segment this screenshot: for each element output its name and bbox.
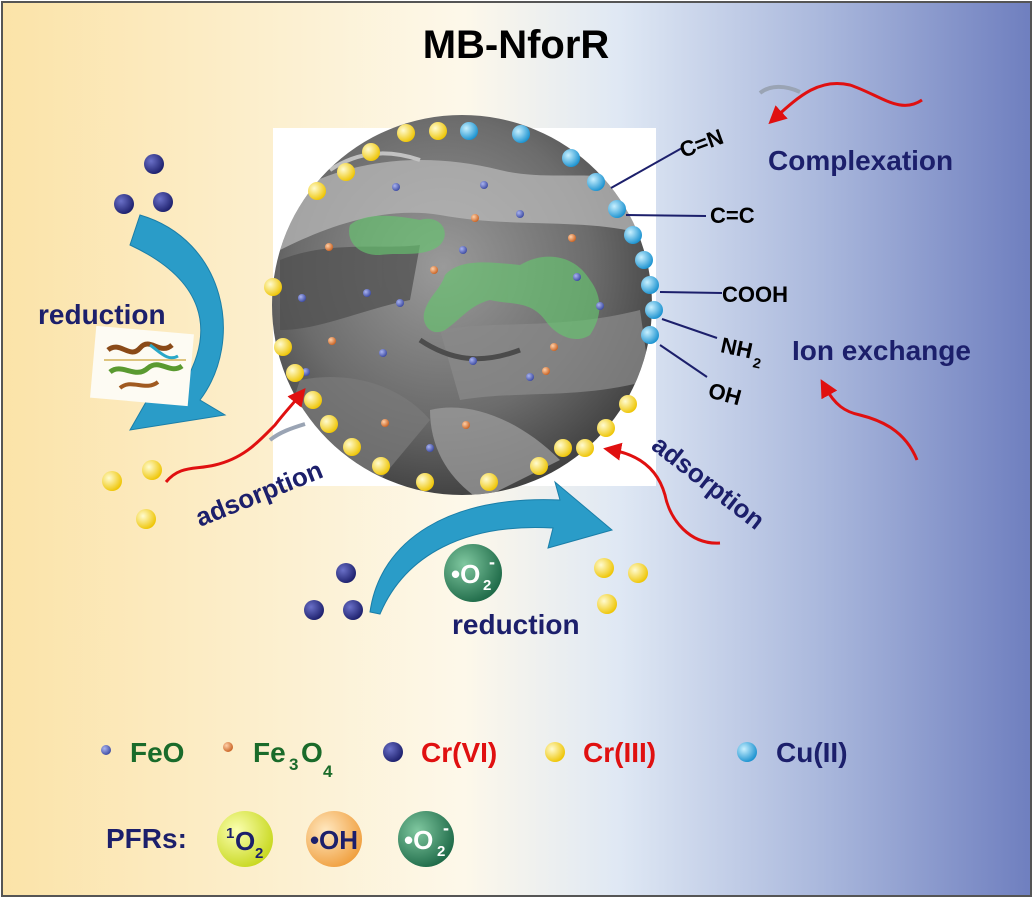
legend-cr6-label: Cr(VI) bbox=[421, 737, 497, 768]
legend-cr6-swatch bbox=[383, 742, 403, 762]
ion-exchange-label: Ion exchange bbox=[792, 335, 971, 366]
enzyme-image bbox=[90, 325, 194, 407]
svg-text:•OH: •OH bbox=[310, 825, 358, 855]
svg-text:•O: •O bbox=[451, 559, 480, 589]
legend-feo-swatch bbox=[101, 745, 111, 755]
functional-group-lines bbox=[610, 147, 723, 378]
cr6-cluster-bottom bbox=[304, 563, 363, 620]
reduction-left-arrow bbox=[129, 214, 227, 431]
pfr-singlet-oxygen: 1 O 2 bbox=[217, 811, 273, 867]
diagram-title: MB-NforR bbox=[423, 23, 610, 67]
complexation-arrow bbox=[768, 82, 923, 125]
superoxide-ball: •O 2 - bbox=[444, 544, 502, 602]
cr3-cluster-left bbox=[102, 460, 162, 529]
group-cc-label: C=C bbox=[710, 203, 755, 228]
cu2-ring bbox=[460, 122, 663, 344]
group-cooh-label: COOH bbox=[722, 282, 788, 307]
legend-feo-label: FeO bbox=[130, 737, 184, 768]
complexation-arrow-shadow bbox=[758, 84, 801, 95]
pfr-superoxide-radical: •O 2 - bbox=[398, 811, 454, 867]
cr6-cluster-left bbox=[114, 154, 173, 214]
legend-cu2-swatch bbox=[737, 742, 757, 762]
svg-text:1: 1 bbox=[226, 825, 234, 842]
adsorption-right-arrow bbox=[603, 442, 721, 545]
legend-fe3o4-label: Fe 3 O 4 bbox=[253, 737, 333, 781]
legend-cu2-label: Cu(II) bbox=[776, 737, 848, 768]
svg-text:-: - bbox=[489, 552, 495, 572]
legend-cr3-swatch bbox=[545, 742, 565, 762]
pfr-hydroxyl-radical: •OH bbox=[306, 811, 362, 867]
feo-particles bbox=[298, 181, 604, 452]
svg-text:O: O bbox=[301, 737, 323, 768]
complexation-label: Complexation bbox=[768, 145, 953, 176]
svg-text:4: 4 bbox=[323, 762, 333, 781]
svg-text:3: 3 bbox=[289, 755, 298, 774]
fe3o4-particles bbox=[325, 214, 576, 429]
legend-cr3-label: Cr(III) bbox=[583, 737, 656, 768]
adsorption-left-arrow-shadow bbox=[268, 422, 306, 442]
svg-text:•O: •O bbox=[404, 825, 433, 855]
ion-exchange-arrow bbox=[820, 379, 919, 461]
legend-fe3o4-swatch bbox=[223, 742, 233, 752]
svg-text:2: 2 bbox=[752, 354, 763, 371]
svg-text:Fe: Fe bbox=[253, 737, 286, 768]
svg-text:2: 2 bbox=[437, 843, 445, 860]
reduction-bottom-arrow bbox=[369, 480, 614, 615]
adsorption-left-arrow bbox=[164, 387, 306, 484]
svg-text:2: 2 bbox=[255, 845, 263, 862]
legend: FeO Fe 3 O 4 Cr(VI) Cr(III) Cu(II) bbox=[101, 737, 848, 781]
reduction-left-label: reduction bbox=[38, 299, 166, 330]
svg-text:-: - bbox=[443, 818, 449, 838]
cr3-cluster-bottom bbox=[594, 558, 648, 614]
pfrs-label: PFRs: bbox=[106, 823, 187, 854]
sem-image bbox=[272, 115, 652, 495]
cr3-ring bbox=[264, 122, 637, 491]
svg-text:O: O bbox=[235, 826, 255, 856]
svg-text:2: 2 bbox=[483, 577, 491, 594]
reduction-bottom-label: reduction bbox=[452, 609, 580, 640]
